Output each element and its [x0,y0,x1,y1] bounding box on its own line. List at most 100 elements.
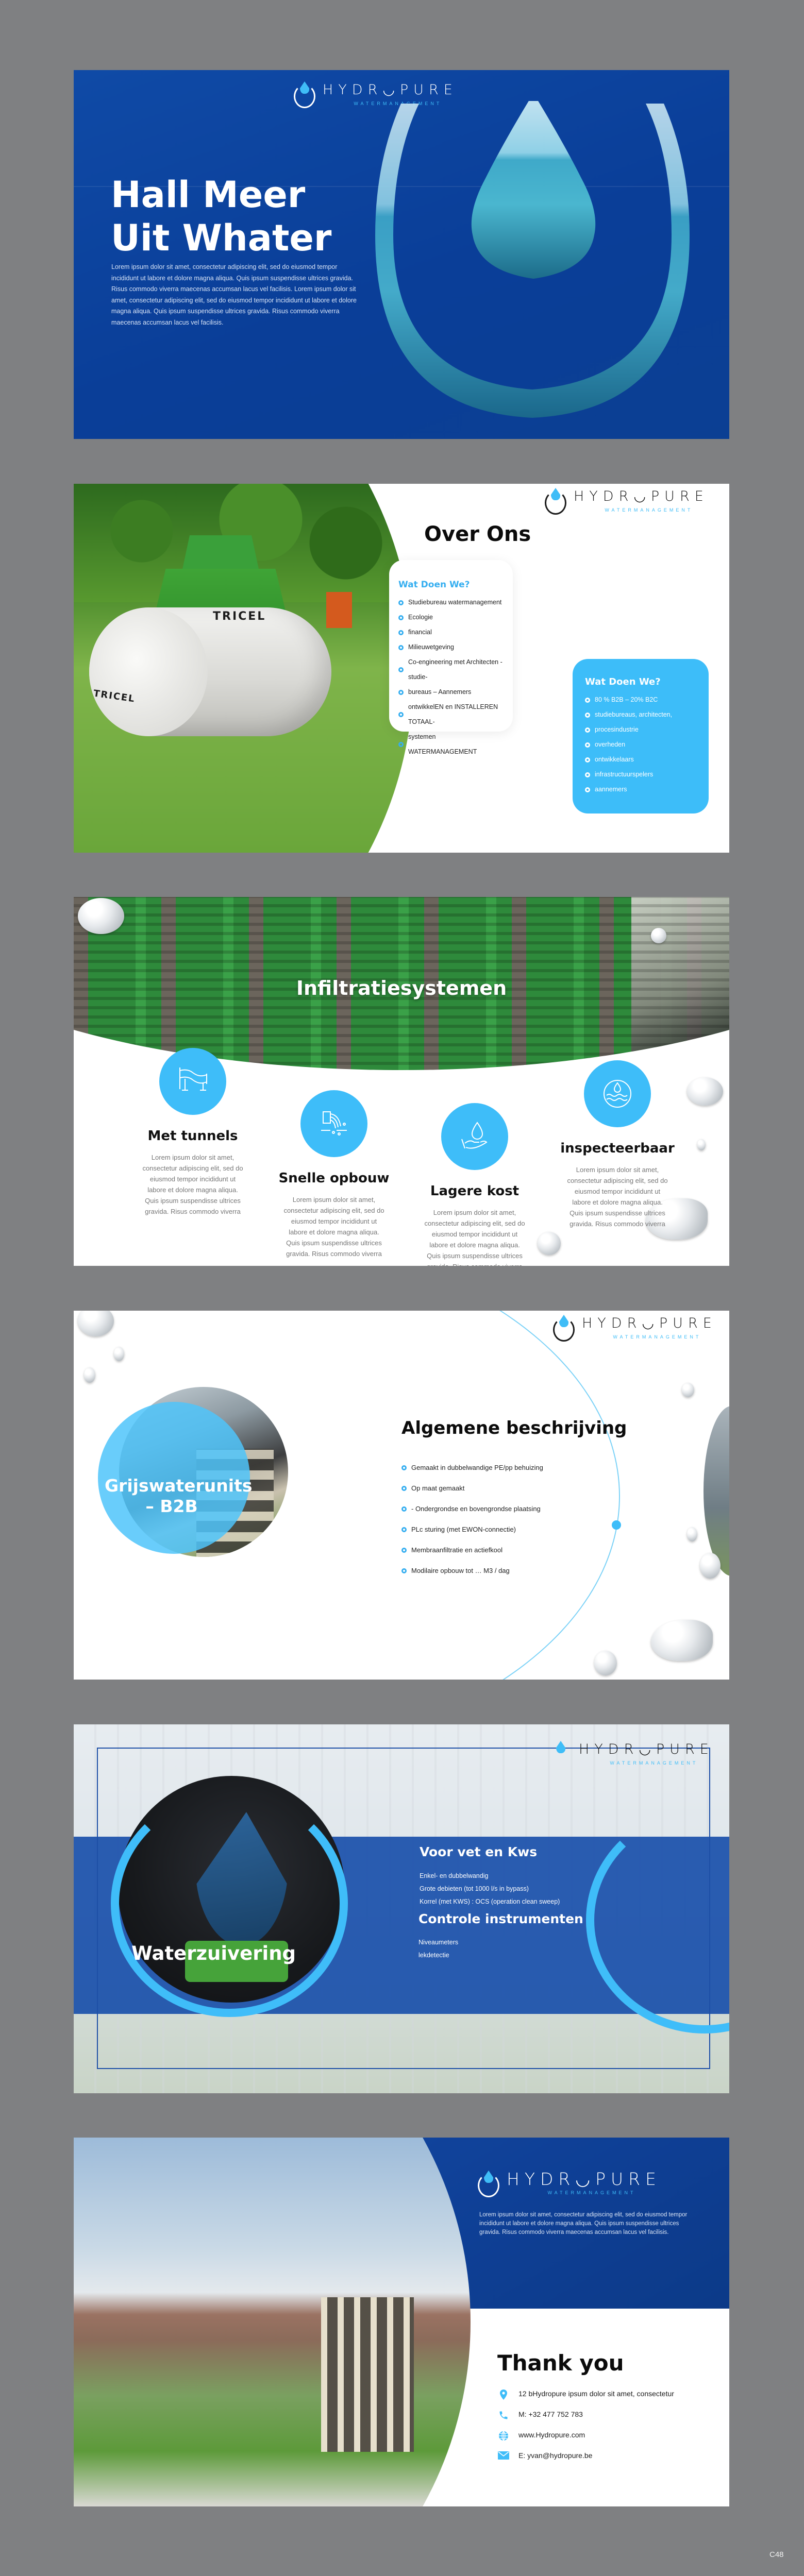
services-list: Studiebureau watermanagement Ecologie fi… [398,595,504,759]
water-drop-decoration [651,928,666,943]
list-item: Korrel (met KWS) : OCS (operation clean … [420,1898,560,1905]
logo-drop-icon [549,1741,729,2033]
list-item: Niveaumeters [418,1939,459,1946]
feature-text: Lorem ipsum dolor sit amet, consectetur … [567,1166,668,1228]
clients-card-title: Wat Doen We? [585,676,661,687]
list-item: bureaus – Aannemers [398,685,504,700]
closing-description: Lorem ipsum dolor sit amet, consectetur … [479,2212,688,2235]
logo-tagline: WATERMANAGEMENT [613,1334,701,1340]
list-item: Milieuwetgeving [398,640,504,655]
contact-phone[interactable]: M: +32 477 752 783 [498,2410,694,2420]
slide-about: TRICEL TRICEL HYDR◡PURE WATERMANAGEMENT … [74,484,729,853]
logo-tagline: WATERMANAGEMENT [610,1760,698,1766]
bullet-icon [585,757,590,762]
list-item: - Ondergrondse en bovengrondse plaatsing [401,1499,543,1519]
contact-email[interactable]: E: yvan@hydropure.be [498,2451,694,2461]
bullet-icon [398,615,404,620]
water-drop-decoration [594,1651,617,1675]
feature-text: Lorem ipsum dolor sit amet, consectetur … [424,1209,525,1266]
cover-description: Lorem ipsum dolor sit amet, consectetur … [111,263,357,326]
bullet-icon [398,712,404,717]
services-card: Wat Doen We? Studiebureau watermanagemen… [389,560,513,755]
list-item: Ecologie [398,610,504,625]
logo: HYDR◡PURE WATERMANAGEMENT [544,488,709,516]
feature-text: Lorem ipsum dolor sit amet, consectetur … [142,1154,243,1215]
logo-wordmark: HYDR◡PURE [579,1741,714,1757]
list-item: lekdetectie [418,1952,449,1959]
description-title: Algemene beschrijving [401,1418,627,1438]
list-item: aannemers [585,782,696,797]
water-drop-decoration [682,1383,694,1397]
feature-card: inspecteerbaar Lorem ipsum dolor sit ame… [556,1060,679,1229]
contact-website[interactable]: www.Hydropure.com [498,2430,694,2441]
page-label: C48 [769,2550,784,2559]
clients-list: 80 % B2B – 20% B2C studiebureaus, archit… [585,692,696,797]
slide-cover: HYDR◡PURE WATERMANAGEMENT Hall Meer Uit … [74,70,729,439]
contact-address: 12 bHydropure ipsum dolor sit amet, cons… [498,2389,694,2400]
logo-wordmark: HYDR◡PURE [507,2169,661,2189]
bullet-icon [585,712,590,718]
logo: HYDR◡PURE WATERMANAGEMENT [293,81,458,109]
feature-card: Snelle opbouw Lorem ipsum dolor sit amet… [272,1090,396,1259]
phone-icon [498,2410,509,2420]
feature-card: Met tunnels Lorem ipsum dolor sit amet, … [131,1048,255,1217]
cover-title: Hall Meer Uit Whater [111,173,331,260]
water-cycle-icon [584,1060,651,1127]
feature-title: Lagere kost [430,1183,520,1199]
feature-text: Lorem ipsum dolor sit amet, consectetur … [283,1196,384,1258]
u-ring-icon [111,1790,348,2017]
list-item: Gemaakt in dubbelwandige PE/pp behuizing [401,1458,543,1478]
controls-list: Niveaumeters lekdetectie [418,1936,458,1962]
water-drop-decoration [651,1620,713,1661]
waterline [74,186,729,187]
contact-list: 12 bHydropure ipsum dolor sit amet, cons… [498,2389,694,2470]
campus-photo [74,2138,471,2506]
envelope-icon [498,2451,509,2460]
drop-in-u-icon [375,101,690,418]
list-item: Enkel- en dubbelwandig [420,1872,489,1879]
bullet-icon [401,1527,407,1532]
logo-tagline: WATERMANAGEMENT [605,507,693,513]
list-item: 80 % B2B – 20% B2C [585,692,696,707]
logo-wordmark: HYDR◡PURE [574,488,709,504]
cover-title-line1: Hall Meer [111,174,306,216]
bullet-icon [585,787,590,792]
highlight-circle [98,1402,250,1554]
globe-icon [498,2430,509,2441]
bullet-icon [585,772,590,777]
bullet-icon [585,742,590,748]
water-drop-decoration [78,1311,114,1336]
section-title-grease: Voor vet en Kws [420,1844,538,1859]
infiltration-tunnels-photo [74,897,729,1070]
septic-tank-photo: TRICEL TRICEL [74,484,414,853]
clients-card: Wat Doen We? 80 % B2B – 20% B2C studiebu… [573,659,709,814]
list-item: infrastructuurspelers [585,767,696,782]
arc-dot [612,1520,621,1530]
list-item: Studiebureau watermanagement [398,595,504,610]
water-drop-decoration [78,898,124,934]
about-title: Over Ons [424,522,531,546]
list-item: Membraanfiltratie en actiefkool [401,1540,543,1561]
water-outflow-icon [300,1090,367,1157]
bullet-icon [585,697,590,703]
logo: HYDR◡PURE WATERMANAGEMENT [477,2171,661,2198]
water-drop-decoration [646,1198,708,1240]
list-item: Grote debieten (tot 1000 l/s in bypass) [420,1885,529,1892]
logo-drop-icon [477,2171,500,2198]
location-pin-icon [498,2389,509,2400]
water-drop-decoration [84,1367,95,1383]
logo-drop-icon [293,81,316,109]
slide-infiltration: Infiltratiesystemen Met tunnels Lorem ip… [74,897,729,1266]
water-drop-decoration [700,1553,721,1579]
logo-drop-icon [552,1315,576,1343]
logo: HYDR◡PURE WATERMANAGEMENT [549,1741,729,2033]
feature-card: Lagere kost Lorem ipsum dolor sit amet, … [413,1103,537,1266]
treatment-label: Waterzuivering [131,1942,296,1964]
water-drop-decoration [687,1527,697,1541]
bullet-icon [401,1465,407,1470]
pipe-icon [159,1048,226,1115]
section-title-controls: Controle instrumenten [418,1911,583,1926]
hand-drop-icon [441,1103,508,1170]
list-item: PLc sturing (met EWON-connectie) [401,1519,543,1540]
services-card-title: Wat Doen We? [398,580,470,590]
